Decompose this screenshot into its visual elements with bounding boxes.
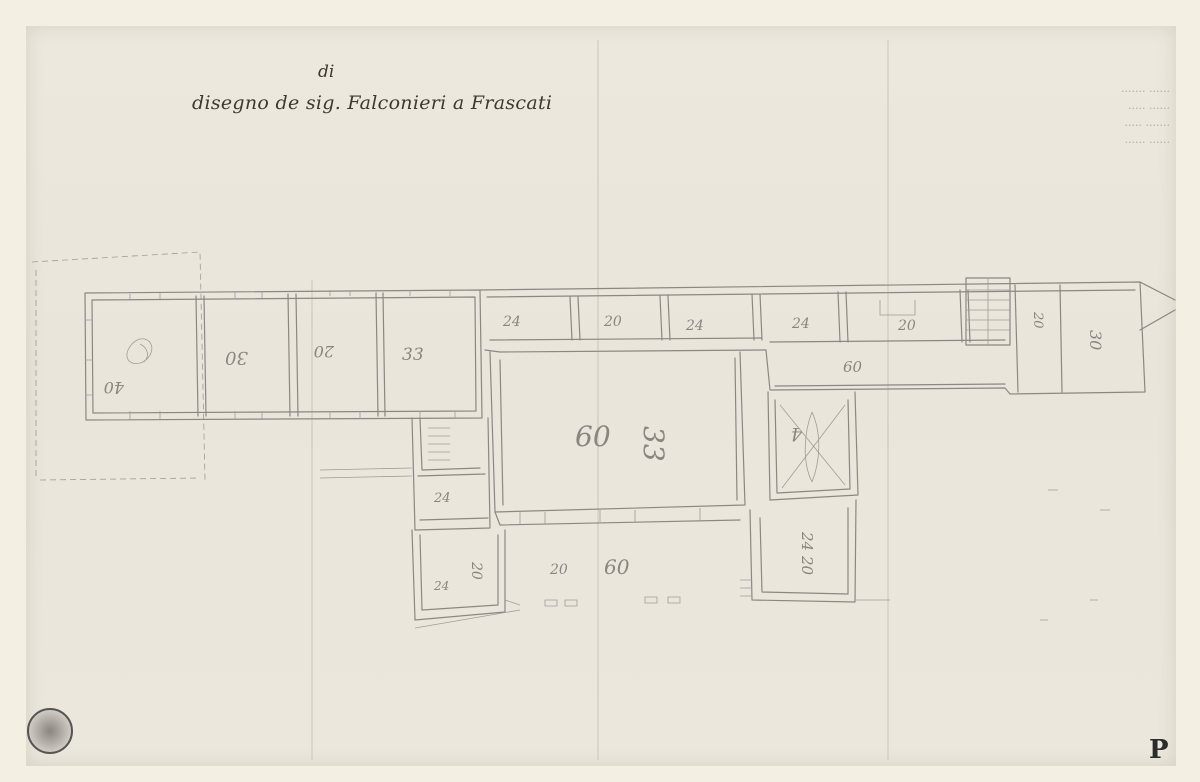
scatter-marks bbox=[1040, 489, 1110, 621]
room-number: 20 bbox=[549, 562, 568, 578]
room-number: 24 bbox=[502, 314, 521, 330]
drawing-sheet bbox=[26, 26, 1176, 766]
room-number: 33 bbox=[402, 345, 424, 365]
room-number: 24 bbox=[798, 531, 816, 551]
inscription-superscript: di bbox=[318, 62, 335, 82]
dashed-outline bbox=[31, 251, 206, 481]
room-number: 20 bbox=[798, 555, 816, 576]
room-number: 60 bbox=[843, 358, 863, 376]
collector-stamp-icon bbox=[27, 708, 73, 754]
inscription-title: disegno de sig. Falconieri a Frascati bbox=[192, 92, 553, 114]
room-number: 20 bbox=[603, 314, 622, 330]
service-block bbox=[319, 417, 491, 531]
room-number: 24 bbox=[433, 491, 451, 506]
room-number: 24 bbox=[685, 318, 704, 334]
room-number: 20 bbox=[1030, 311, 1045, 329]
bleed-line: ..... ...... bbox=[1128, 99, 1170, 112]
bleed-line: ....... ...... bbox=[1121, 82, 1170, 95]
room-number: 30 bbox=[1086, 330, 1105, 350]
room-numbers: 40 30 20 33 24 20 24 24 20 20 30 60 60 3… bbox=[104, 311, 1105, 593]
west-wing bbox=[84, 289, 483, 421]
room-number: 30 bbox=[225, 347, 248, 368]
bleed-line: ..... ....... bbox=[1124, 116, 1170, 129]
room-number: 24 bbox=[433, 579, 449, 593]
bleed-line: ...... ...... bbox=[1124, 133, 1170, 146]
staircase bbox=[965, 277, 1011, 346]
room-number: 24 bbox=[791, 316, 810, 332]
room-number: 20 bbox=[897, 318, 916, 334]
room-number: 20 bbox=[468, 561, 484, 580]
bleed-through-text: ....... ...... ..... ...... ..... ......… bbox=[1010, 80, 1170, 148]
central-hall bbox=[489, 351, 746, 526]
room-number: 40 bbox=[104, 378, 125, 397]
room-number: 4 bbox=[791, 423, 803, 444]
room-number: 60 bbox=[604, 555, 630, 579]
east-block bbox=[740, 391, 859, 603]
room-number: 33 bbox=[637, 426, 670, 462]
room-number: 20 bbox=[314, 342, 335, 361]
page-mark: P bbox=[1149, 735, 1169, 765]
south-wing bbox=[411, 529, 890, 629]
room-number: 60 bbox=[575, 420, 611, 453]
north-range bbox=[479, 277, 1176, 395]
